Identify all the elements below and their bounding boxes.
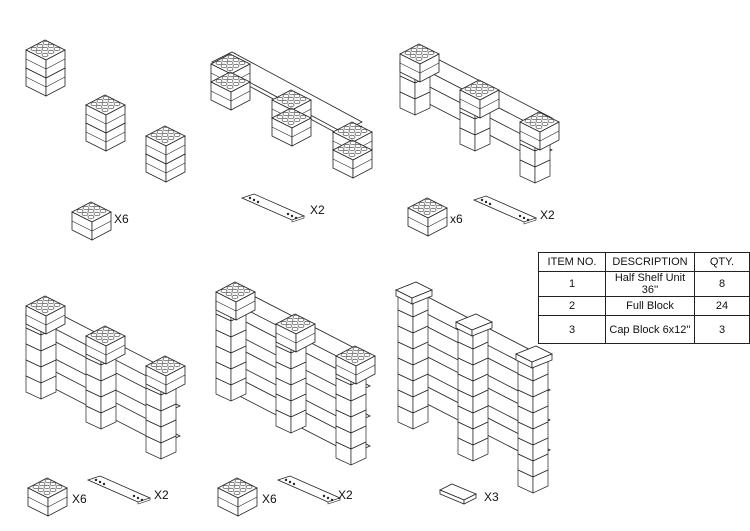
step-1-block-qty: X6 — [114, 212, 129, 226]
step-4-block-qty: X6 — [72, 492, 87, 506]
step-6-cap-qty: X3 — [484, 490, 499, 504]
table-row: 2 Full Block 24 — [538, 296, 750, 316]
step-2-figure — [210, 51, 373, 223]
qty-cell: 8 — [694, 271, 750, 297]
step-2-shelf-qty: X2 — [310, 203, 325, 217]
step-5-shelf-qty: X2 — [338, 488, 353, 502]
item-no-cell: 1 — [538, 271, 606, 297]
description-cell: Cap Block 6x12'' — [605, 315, 695, 344]
header-item-no: ITEM NO. — [538, 252, 606, 272]
step-3-figure — [399, 43, 560, 237]
step-4-shelf-qty: X2 — [154, 488, 169, 502]
table-header-row: ITEM NO. DESCRIPTION QTY. — [538, 252, 750, 272]
item-no-cell: 2 — [538, 296, 606, 316]
qty-cell: 24 — [694, 296, 750, 316]
description-cell: Half Shelf Unit 36'' — [605, 271, 695, 297]
description-cell: Full Block — [605, 296, 695, 316]
step-5-figure — [215, 281, 376, 517]
header-description: DESCRIPTION — [605, 252, 695, 272]
step-3-shelf-qty: X2 — [540, 208, 555, 222]
step-4-figure — [25, 295, 186, 517]
table-row: 3 Cap Block 6x12'' 3 — [538, 315, 750, 344]
item-no-cell: 3 — [538, 315, 606, 344]
step-3-block-qty: x6 — [450, 212, 463, 226]
header-qty: QTY. — [694, 252, 750, 272]
table-row: 1 Half Shelf Unit 36'' 8 — [538, 271, 750, 297]
qty-cell: 3 — [694, 315, 750, 344]
step-6-figure — [395, 281, 553, 505]
step-1-figure — [25, 39, 186, 241]
step-5-block-qty: X6 — [262, 492, 277, 506]
bill-of-materials-table: ITEM NO. DESCRIPTION QTY. 1 Half Shelf U… — [538, 252, 750, 344]
